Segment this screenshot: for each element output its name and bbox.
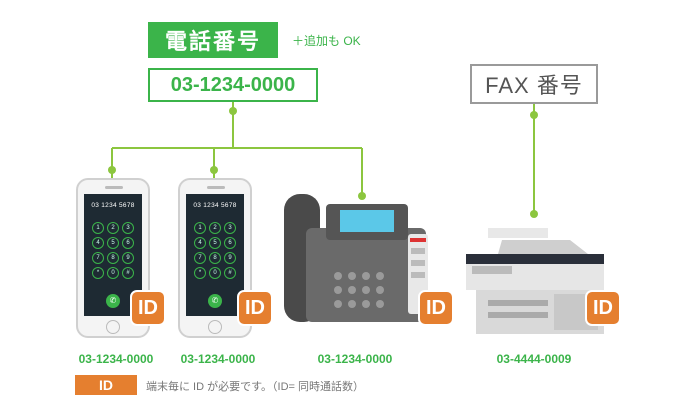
tel-number-box: 03-1234-0000 bbox=[148, 68, 318, 102]
id-badge: ID bbox=[585, 290, 621, 326]
speaker bbox=[105, 186, 123, 189]
key: 0 bbox=[209, 267, 221, 279]
key: 3 bbox=[122, 222, 134, 234]
smartphone-2: 03 1234 5678 1 2 3 4 5 6 7 8 9 * 0 # ✆ bbox=[178, 178, 252, 338]
legend-text: 端末毎に ID が必要です。（ID= 同時通話数） bbox=[146, 381, 364, 393]
screen-digits: 03 1234 5678 bbox=[193, 202, 237, 209]
id-badge: ID bbox=[237, 290, 273, 326]
tel-number-label: 電話番号 bbox=[148, 22, 278, 58]
fax-number-label: FAX 番号 bbox=[470, 64, 598, 104]
screen-digits: 03 1234 5678 bbox=[91, 202, 135, 209]
key: 5 bbox=[107, 237, 119, 249]
keypad-icon: 1 2 3 4 5 6 7 8 9 * 0 # bbox=[194, 222, 236, 279]
keypad-icon: 1 2 3 4 5 6 7 8 9 * 0 # bbox=[92, 222, 134, 279]
key: 1 bbox=[194, 222, 206, 234]
key: 9 bbox=[224, 252, 236, 264]
key: * bbox=[92, 267, 104, 279]
key: 8 bbox=[107, 252, 119, 264]
key: # bbox=[224, 267, 236, 279]
key: 8 bbox=[209, 252, 221, 264]
id-badge: ID bbox=[418, 290, 454, 326]
key: 1 bbox=[92, 222, 104, 234]
fax-machine-icon bbox=[466, 228, 604, 334]
device-number: 03-1234-0000 bbox=[180, 352, 256, 366]
key: 4 bbox=[92, 237, 104, 249]
desk-phone-icon bbox=[284, 194, 428, 322]
legend-id-badge: ID bbox=[75, 375, 137, 395]
device-number: 03-4444-0009 bbox=[496, 352, 572, 366]
key: 0 bbox=[107, 267, 119, 279]
phone-call-icon: ✆ bbox=[208, 294, 222, 308]
key: * bbox=[194, 267, 206, 279]
speaker bbox=[207, 186, 225, 189]
device-number: 03-1234-0000 bbox=[78, 352, 154, 366]
key: 7 bbox=[194, 252, 206, 264]
key: 4 bbox=[194, 237, 206, 249]
key: 5 bbox=[209, 237, 221, 249]
phone-screen: 03 1234 5678 1 2 3 4 5 6 7 8 9 * 0 # ✆ bbox=[186, 194, 244, 316]
key: 6 bbox=[122, 237, 134, 249]
home-button bbox=[106, 320, 120, 334]
key: 9 bbox=[122, 252, 134, 264]
key: # bbox=[122, 267, 134, 279]
id-badge: ID bbox=[130, 290, 166, 326]
home-button bbox=[208, 320, 222, 334]
key: 2 bbox=[107, 222, 119, 234]
key: 6 bbox=[224, 237, 236, 249]
phone-call-icon: ✆ bbox=[106, 294, 120, 308]
smartphone-1: 03 1234 5678 1 2 3 4 5 6 7 8 9 * 0 # ✆ bbox=[76, 178, 150, 338]
key: 7 bbox=[92, 252, 104, 264]
addon-note: ＋追加も OK bbox=[292, 34, 361, 48]
device-number: 03-1234-0000 bbox=[317, 352, 393, 366]
key: 2 bbox=[209, 222, 221, 234]
key: 3 bbox=[224, 222, 236, 234]
